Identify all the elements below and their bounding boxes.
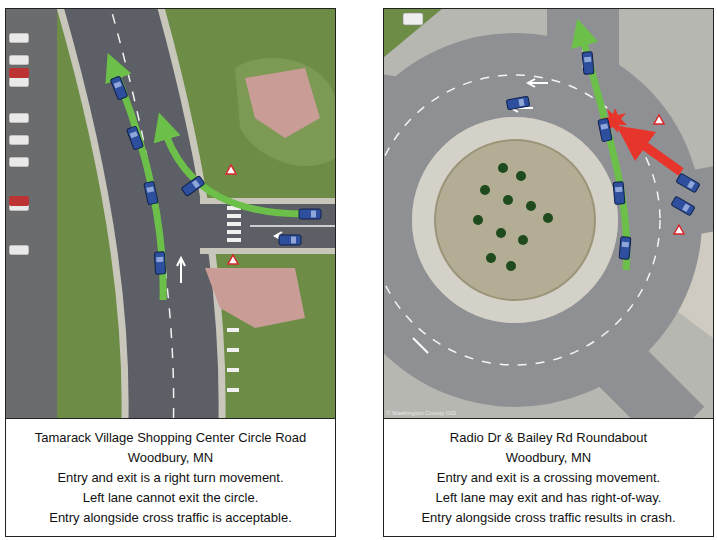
watermark-text: © Washington County GIS [386,410,456,417]
caption-line: Woodbury, MN [506,448,592,468]
caption-box: Radio Dr & Bailey Rd RoundaboutWoodbury,… [383,418,714,537]
circle-road-photo [5,8,335,418]
caption-box: Tamarack Village Shopping Center Circle … [5,418,336,537]
caption-title: Tamarack Village Shopping Center Circle … [35,428,306,448]
caption-line: Entry alongside cross traffic results in… [421,508,675,528]
roundabout-photo [383,8,713,418]
caption-title: Radio Dr & Bailey Rd Roundabout [450,428,647,448]
caption-line: Entry alongside cross traffic is accepta… [49,508,292,528]
caption-line: Woodbury, MN [128,448,214,468]
caption-line: Left lane may exit and has right-of-way. [436,488,662,508]
caption-line: Left lane cannot exit the circle. [83,488,259,508]
caption-line: Entry and exit is a right turn movement. [57,468,283,488]
caption-line: Entry and exit is a crossing movement. [437,468,660,488]
